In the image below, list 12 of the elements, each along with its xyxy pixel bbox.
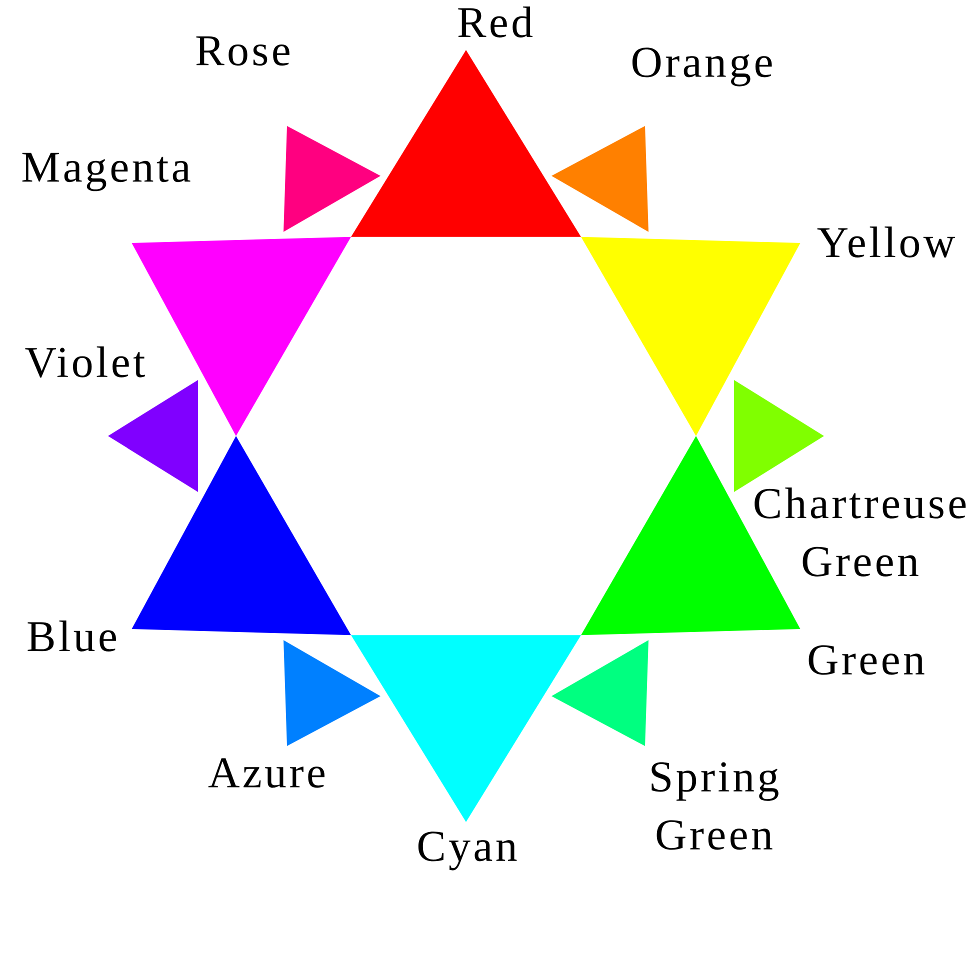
triangle-label: Blue: [28, 620, 116, 652]
triangle-label: Yellow: [817, 226, 955, 258]
triangle-label: Orange: [632, 48, 772, 86]
triangle-label: Green: [808, 645, 924, 675]
triangle-label: Chartreuse Green: [754, 488, 966, 576]
triangle-label: Violet: [25, 346, 145, 378]
triangle-label: Cyan: [418, 832, 517, 870]
triangle-label: Magenta: [22, 152, 190, 192]
triangle-label: Red: [458, 6, 532, 38]
triangle-label: Rose: [196, 36, 290, 66]
triangle-label: Spring Green: [652, 762, 778, 850]
triangle-label: Azure: [208, 758, 324, 788]
